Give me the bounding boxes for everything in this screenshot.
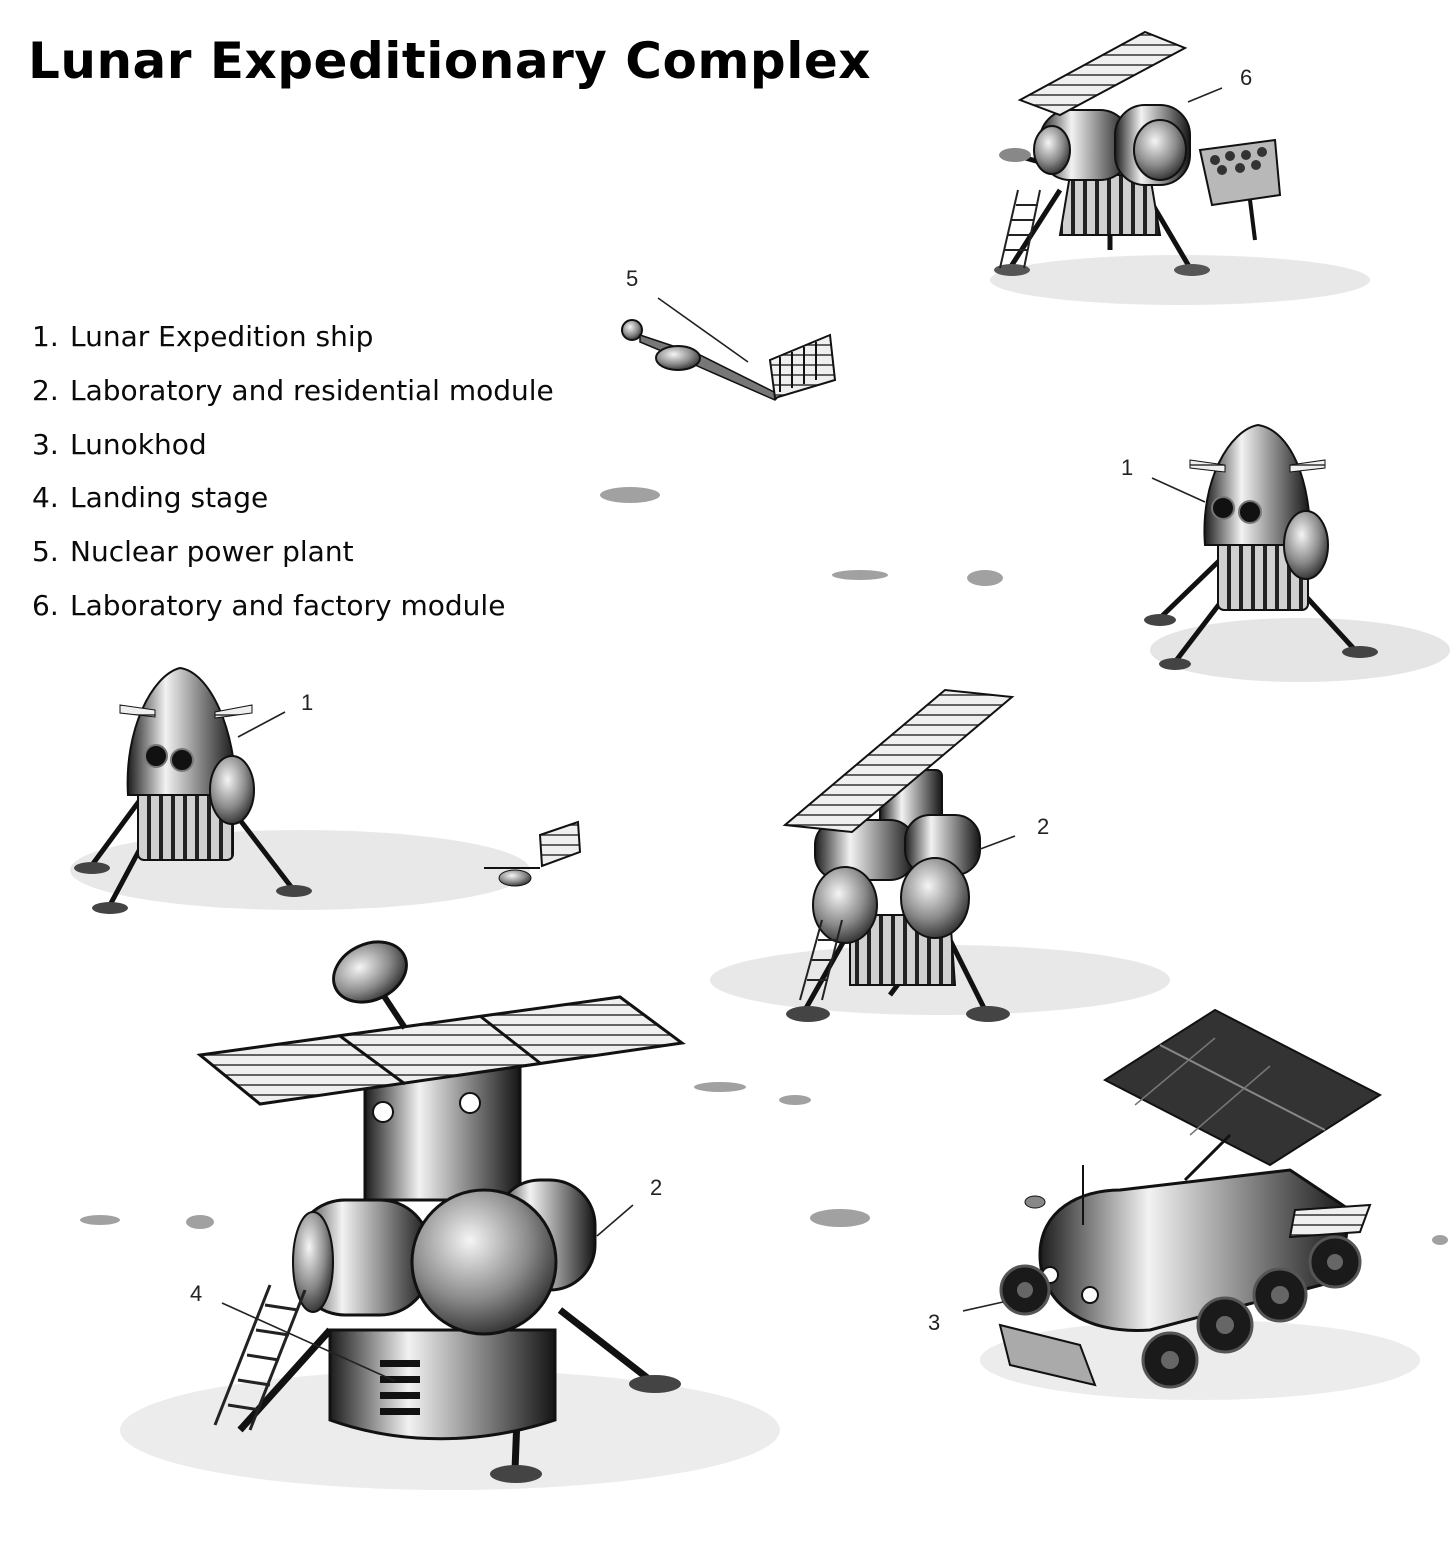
callout-1-left: 1 (301, 690, 313, 715)
legend-item-6: 6. Laboratory and factory module (32, 579, 554, 633)
legend-item-2: 2. Laboratory and residential module (32, 364, 554, 418)
callout-leaders (221, 87, 1223, 1382)
legend-number: 2. (32, 373, 59, 407)
nuclear-power-plant-illustration (621, 319, 837, 401)
legend-label: Lunar Expedition ship (70, 320, 374, 353)
laboratory-factory-module-illustration (994, 30, 1282, 276)
callout-2-large: 2 (650, 1175, 662, 1200)
landing-stage (328, 1328, 557, 1441)
legend-label: Landing stage (70, 481, 269, 515)
legend-number: 5. (32, 535, 59, 569)
callout-1-right: 1 (1121, 455, 1133, 480)
residential-module-mid-illustration (782, 688, 1015, 1022)
legend-item-5: 5. Nuclear power plant (32, 525, 554, 579)
legend-number: 4. (32, 481, 59, 515)
callout-4: 4 (190, 1281, 202, 1306)
legend-label: Nuclear power plant (70, 535, 354, 569)
legend-list: 1. Lunar Expedition ship 2. Laboratory and… (32, 310, 554, 633)
legend-item-4: 4. Landing stage (32, 471, 554, 525)
legend-item-1: 1. Lunar Expedition ship (32, 310, 554, 364)
callout-3: 3 (928, 1310, 940, 1335)
legend-number: 3. (32, 427, 59, 461)
callout-6: 6 (1240, 65, 1252, 90)
legend-number: 1. (32, 320, 59, 353)
lunokhod-rover-illustration (998, 1008, 1383, 1389)
callout-2-mid: 2 (1037, 814, 1049, 839)
expedition-ship-right-illustration (1144, 423, 1378, 670)
legend-label: Lunokhod (70, 427, 207, 461)
ladder (213, 1284, 307, 1431)
diagram-title: Lunar Expeditionary Complex (28, 32, 872, 90)
legend-label: Laboratory and factory module (70, 588, 506, 622)
expedition-ship-left-illustration (74, 666, 582, 914)
legend-item-3: 3. Lunokhod (32, 418, 554, 472)
residential-module-large-illustration (196, 940, 686, 1483)
legend-number: 6. (32, 588, 59, 622)
callout-5: 5 (626, 266, 638, 291)
legend-label: Laboratory and residential module (70, 373, 554, 407)
